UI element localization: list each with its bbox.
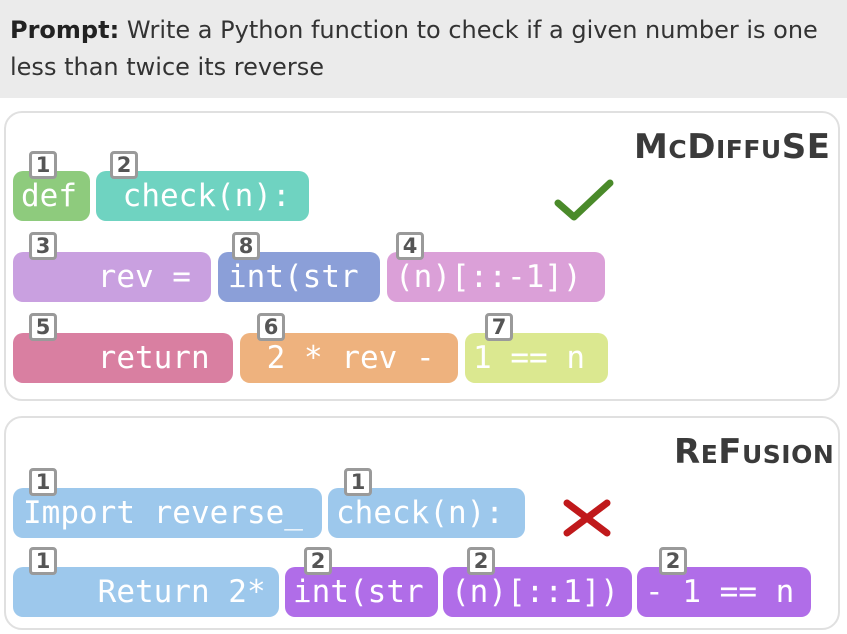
token-twice-rev: 2 * rev - <box>240 333 458 383</box>
token-check-n: check(n): <box>96 171 309 221</box>
panel-title-mcdiffuse: MCDIFFUSE <box>634 127 831 167</box>
token-eq-n: 1 == n <box>465 333 608 383</box>
step-badge: 3 <box>29 232 57 260</box>
prompt-label: Prompt: <box>10 16 120 44</box>
step-badge: 1 <box>344 468 372 496</box>
token-slice: (n)[::1]) <box>443 567 632 617</box>
prompt-text: Write a Python function to check if a gi… <box>10 16 818 81</box>
token-int-str: int(str <box>285 567 438 617</box>
step-badge: 2 <box>659 547 687 575</box>
token-minus-one-eq-n: - 1 == n <box>637 567 811 617</box>
step-badge: 4 <box>396 232 424 260</box>
token-int-str: int(str <box>218 252 380 302</box>
step-badge: 2 <box>304 547 332 575</box>
step-badge: 6 <box>257 313 285 341</box>
step-badge: 2 <box>110 151 138 179</box>
step-badge: 1 <box>29 547 57 575</box>
step-badge: 2 <box>467 547 495 575</box>
step-badge: 1 <box>29 151 57 179</box>
step-badge: 8 <box>232 232 260 260</box>
step-badge: 7 <box>485 313 513 341</box>
token-slice-reverse: (n)[::-1]) <box>387 252 605 302</box>
token-return-two: Return 2* <box>13 567 279 617</box>
token-rev-assign: rev = <box>13 252 211 302</box>
panel-title-refusion: REFUSION <box>674 432 835 472</box>
token-import-reverse: Import reverse_ <box>13 488 322 538</box>
step-badge: 5 <box>29 313 57 341</box>
token-def: def <box>13 171 90 221</box>
token-check-n: check(n): <box>328 488 525 538</box>
prompt-box: Prompt: Write a Python function to check… <box>0 0 847 98</box>
token-return: return <box>13 333 233 383</box>
cross-icon <box>563 499 611 537</box>
step-badge: 1 <box>29 468 57 496</box>
check-icon <box>554 179 614 221</box>
